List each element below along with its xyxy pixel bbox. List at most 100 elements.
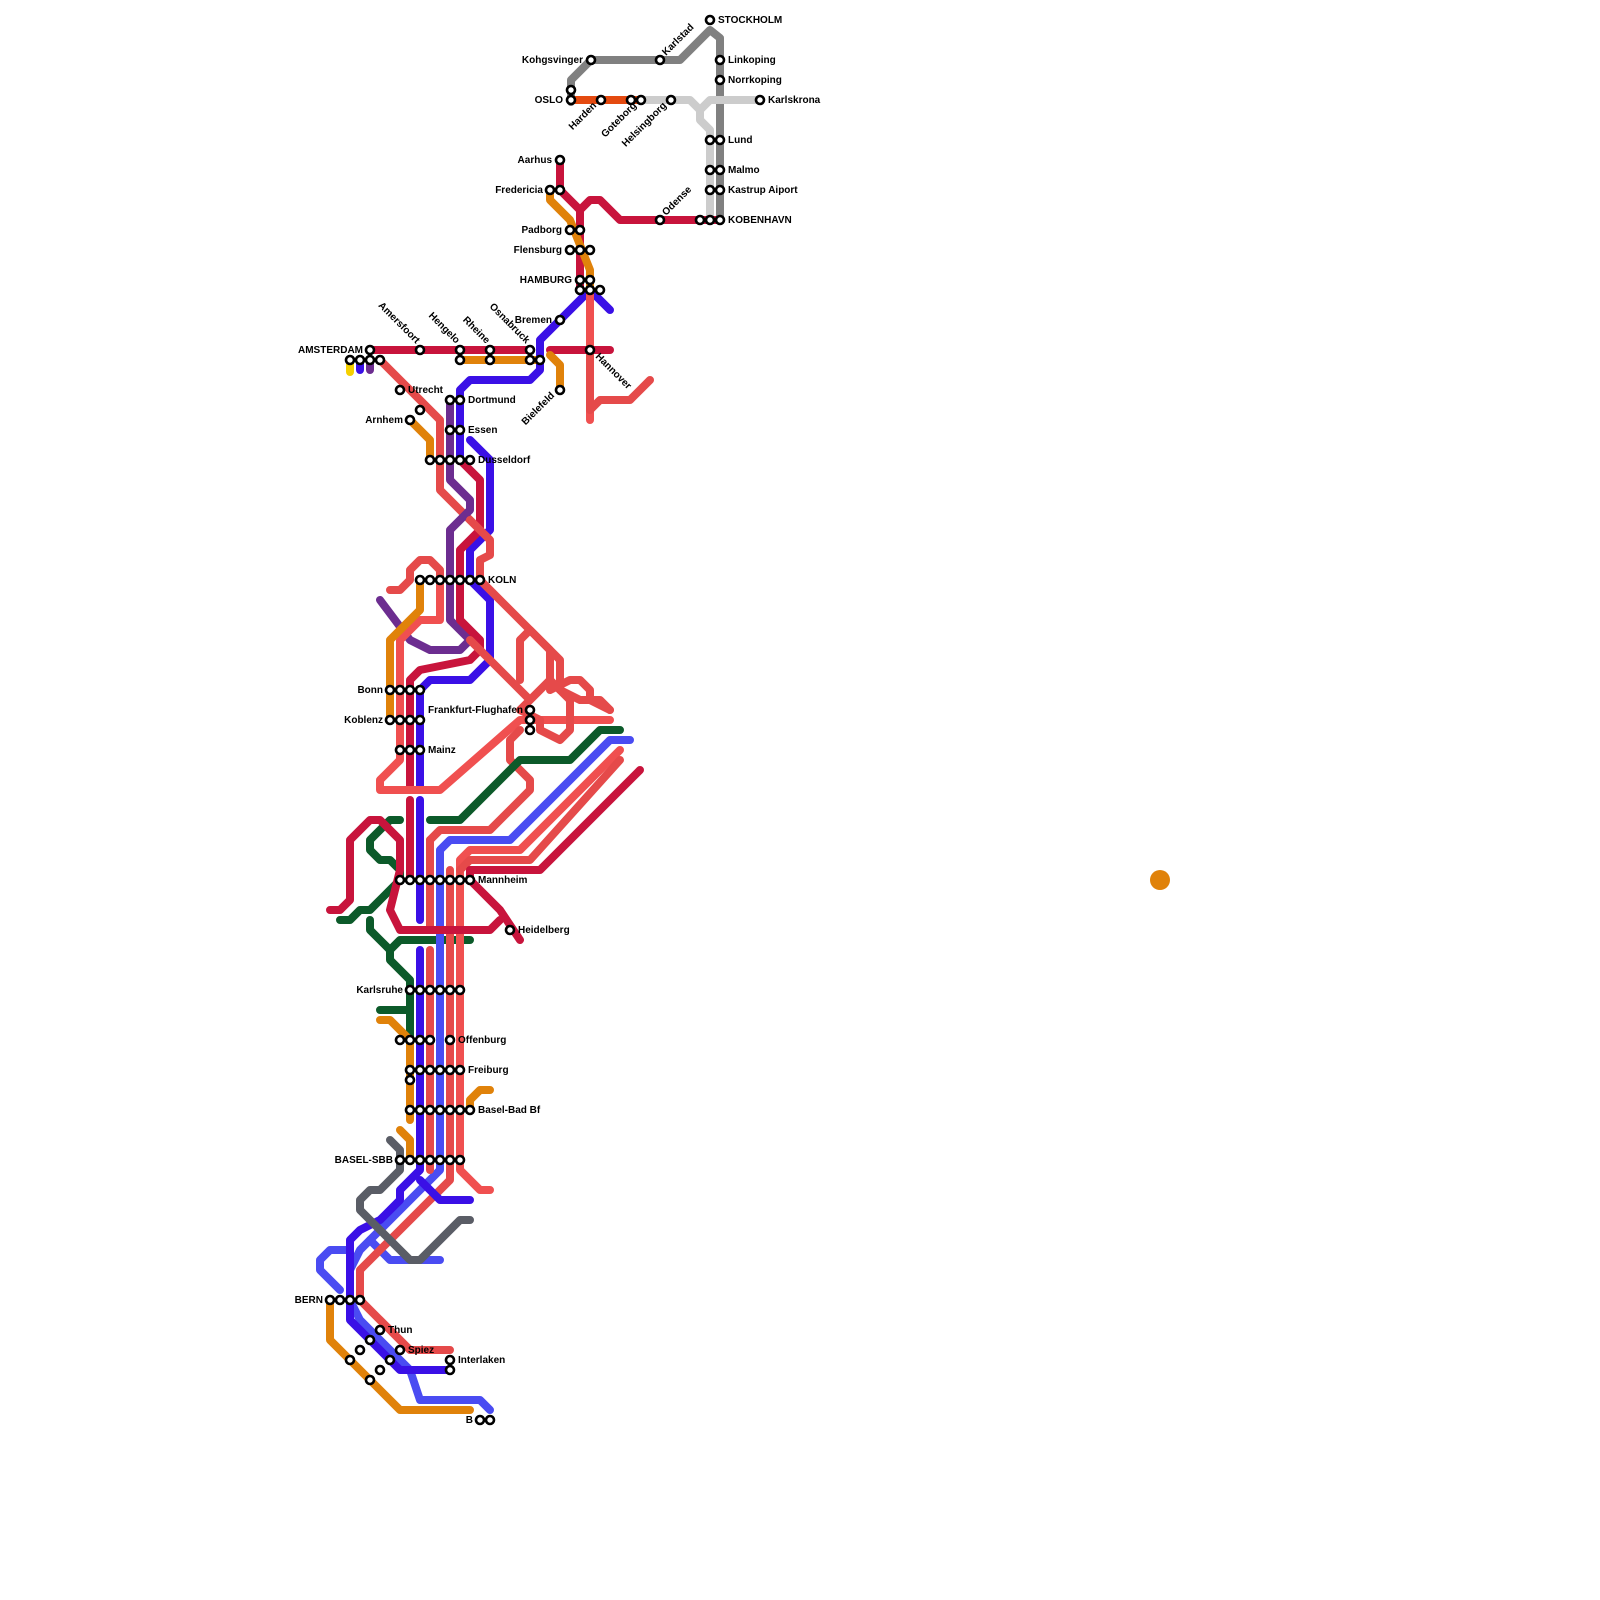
- station-essen[interactable]: [456, 426, 464, 434]
- station-koblenz-d[interactable]: [416, 716, 424, 724]
- station-freiburg-d[interactable]: [426, 1066, 434, 1074]
- station-mannheim-e[interactable]: [436, 876, 444, 884]
- station-mannheim[interactable]: [466, 876, 474, 884]
- station-offenburg-c[interactable]: [416, 1036, 424, 1044]
- station-basel-sbb-d[interactable]: [426, 1156, 434, 1164]
- station-dusseldorf-d[interactable]: [456, 456, 464, 464]
- station-offenburg[interactable]: [446, 1036, 454, 1044]
- station-frankfurt-flughafen[interactable]: [526, 706, 534, 714]
- station-amsterdam-b[interactable]: [356, 356, 364, 364]
- station-kohgsvinger[interactable]: [587, 56, 595, 64]
- station-dusseldorf-b[interactable]: [436, 456, 444, 464]
- station-amsterdam-c[interactable]: [366, 356, 374, 364]
- station-bonn[interactable]: [386, 686, 394, 694]
- station-bern-c[interactable]: [346, 1296, 354, 1304]
- station-osnabruck-b[interactable]: [526, 356, 534, 364]
- station-hamburg-c[interactable]: [576, 286, 584, 294]
- station-rheine[interactable]: [486, 346, 494, 354]
- station-bonn-d[interactable]: [416, 686, 424, 694]
- station-dortmund-a[interactable]: [446, 396, 454, 404]
- station-flensburg-b[interactable]: [576, 246, 584, 254]
- station-basel-sbb-e[interactable]: [436, 1156, 444, 1164]
- station-mannheim-a[interactable]: [396, 876, 404, 884]
- station-koln-f[interactable]: [466, 576, 474, 584]
- station-spiez[interactable]: [396, 1346, 404, 1354]
- station-kobenhavn[interactable]: [716, 216, 724, 224]
- station-mannheim-d[interactable]: [426, 876, 434, 884]
- station-kobenhavn-b[interactable]: [706, 216, 714, 224]
- station-bern-south-b[interactable]: [346, 1356, 354, 1364]
- station-fredericia-a[interactable]: [546, 186, 554, 194]
- station-offenburg-d[interactable]: [426, 1036, 434, 1044]
- station-freiburg-e[interactable]: [436, 1066, 444, 1074]
- station-karlskrona[interactable]: [756, 96, 764, 104]
- station-mainz-a[interactable]: [396, 746, 404, 754]
- station-bonn-c[interactable]: [406, 686, 414, 694]
- station-kobenhavn-a[interactable]: [696, 216, 704, 224]
- station-karlsruhe-e[interactable]: [446, 986, 454, 994]
- station-freiburg-b[interactable]: [406, 1076, 414, 1084]
- station-amsterdam[interactable]: [346, 356, 354, 364]
- station-mannheim-f[interactable]: [446, 876, 454, 884]
- station-koblenz[interactable]: [386, 716, 394, 724]
- station-mannheim-c[interactable]: [416, 876, 424, 884]
- station-karlsruhe-d[interactable]: [436, 986, 444, 994]
- station-freiburg-a[interactable]: [406, 1066, 414, 1074]
- station-spiez-b[interactable]: [386, 1356, 394, 1364]
- station-osnabruck-c[interactable]: [536, 356, 544, 364]
- station-dortmund[interactable]: [456, 396, 464, 404]
- station-karlstad[interactable]: [656, 56, 664, 64]
- station-bern-b[interactable]: [336, 1296, 344, 1304]
- station-malmo-a[interactable]: [706, 166, 714, 174]
- station-amersfoort[interactable]: [416, 346, 424, 354]
- station-basel-sbb-b[interactable]: [406, 1156, 414, 1164]
- station-bern-south-a[interactable]: [356, 1346, 364, 1354]
- station-dusseldorf-c[interactable]: [446, 456, 454, 464]
- station-interlaken-b[interactable]: [446, 1366, 454, 1374]
- station-freiburg-c[interactable]: [416, 1066, 424, 1074]
- station-bielefeld[interactable]: [556, 386, 564, 394]
- station-bonn-b[interactable]: [396, 686, 404, 694]
- station-mannheim-g[interactable]: [456, 876, 464, 884]
- station-dusseldorf[interactable]: [466, 456, 474, 464]
- station-thun-b[interactable]: [366, 1336, 374, 1344]
- station-koln[interactable]: [476, 576, 484, 584]
- station-hamburg[interactable]: [586, 276, 594, 284]
- station-karlsruhe-f[interactable]: [456, 986, 464, 994]
- station-utrecht-b[interactable]: [416, 406, 424, 414]
- station-freiburg[interactable]: [456, 1066, 464, 1074]
- station-odense[interactable]: [656, 216, 664, 224]
- station-karlsruhe[interactable]: [406, 986, 414, 994]
- station-heidelberg[interactable]: [506, 926, 514, 934]
- station-freiburg-f[interactable]: [446, 1066, 454, 1074]
- station-basel-bad-a[interactable]: [406, 1106, 414, 1114]
- station-rheine-b[interactable]: [486, 356, 494, 364]
- station-basel-sbb-c[interactable]: [416, 1156, 424, 1164]
- station-karlsruhe-c[interactable]: [426, 986, 434, 994]
- station-hamburg-a[interactable]: [576, 276, 584, 284]
- station-flensburg[interactable]: [586, 246, 594, 254]
- station-mannheim-b[interactable]: [406, 876, 414, 884]
- station-hannover[interactable]: [586, 346, 594, 354]
- station-harden[interactable]: [597, 96, 605, 104]
- station-basel-bad-e[interactable]: [446, 1106, 454, 1114]
- station-amsterdam-d[interactable]: [376, 356, 384, 364]
- station-osnabruck[interactable]: [526, 346, 534, 354]
- station-koln-c[interactable]: [436, 576, 444, 584]
- station-koln-d[interactable]: [446, 576, 454, 584]
- station-kastrup-a[interactable]: [706, 186, 714, 194]
- station-karlsruhe-b[interactable]: [416, 986, 424, 994]
- station-padborg-a[interactable]: [566, 226, 574, 234]
- station-bern-south-d[interactable]: [366, 1376, 374, 1384]
- station-goteborg-b[interactable]: [637, 96, 645, 104]
- station-padborg[interactable]: [576, 226, 584, 234]
- station-offenburg-b[interactable]: [406, 1036, 414, 1044]
- station-koblenz-c[interactable]: [406, 716, 414, 724]
- station-basel-sbb[interactable]: [396, 1156, 404, 1164]
- station-hengelo-b[interactable]: [456, 356, 464, 364]
- station-interlaken[interactable]: [446, 1356, 454, 1364]
- station-flensburg-a[interactable]: [566, 246, 574, 254]
- station-helsingborg[interactable]: [667, 96, 675, 104]
- station-koblenz-b[interactable]: [396, 716, 404, 724]
- station-basel-bad-d[interactable]: [436, 1106, 444, 1114]
